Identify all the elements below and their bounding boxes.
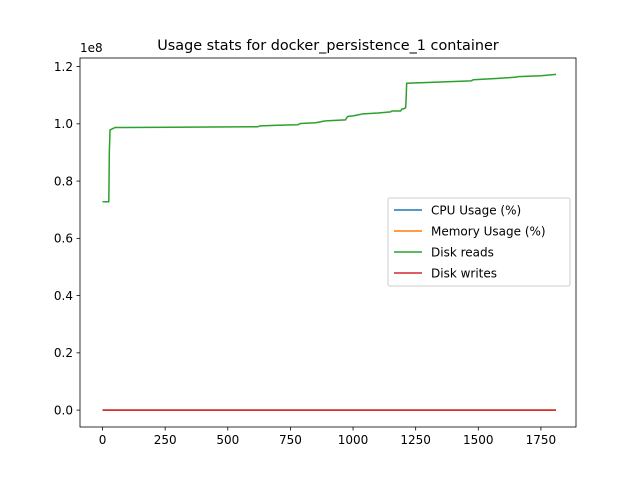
y-axis-offset-label: 1e8 <box>80 41 103 55</box>
x-tick-label: 1250 <box>400 433 431 447</box>
series-line-disk-reads <box>102 73 557 203</box>
plot-area-frame <box>79 57 577 428</box>
x-tick-label: 1500 <box>463 433 494 447</box>
legend-label-memory-usage: Memory Usage (%) <box>431 225 546 239</box>
y-tick-label: 1.0 <box>54 117 73 131</box>
chart-title: Usage stats for docker_persistence_1 con… <box>157 38 499 54</box>
legend-frame <box>387 197 571 287</box>
legend-label-disk-reads: Disk reads <box>431 246 494 260</box>
x-tick-label: 0 <box>99 433 107 447</box>
y-tick-label: 0.6 <box>54 232 73 246</box>
y-tick-label: 0.4 <box>54 289 73 303</box>
x-tick-label: 250 <box>154 433 177 447</box>
y-axis-ticks: 0.0 0.2 0.4 0.6 0.8 1.0 1.2 <box>54 60 80 417</box>
x-tick-label: 750 <box>279 433 302 447</box>
plot-lines <box>102 73 557 411</box>
y-tick-label: 1.2 <box>54 60 73 74</box>
x-tick-label: 1750 <box>526 433 557 447</box>
legend-label-disk-writes: Disk writes <box>431 267 497 281</box>
x-tick-label: 500 <box>216 433 239 447</box>
legend-label-cpu-usage: CPU Usage (%) <box>431 204 521 218</box>
y-tick-label: 0.2 <box>54 346 73 360</box>
x-tick-label: 1000 <box>338 433 369 447</box>
y-tick-label: 0.0 <box>54 403 73 417</box>
x-axis-ticks: 0 250 500 750 1000 1250 1500 1750 <box>99 427 556 447</box>
y-tick-label: 0.8 <box>54 174 73 188</box>
legend: CPU Usage (%) Memory Usage (%) Disk readsD… <box>387 197 571 287</box>
